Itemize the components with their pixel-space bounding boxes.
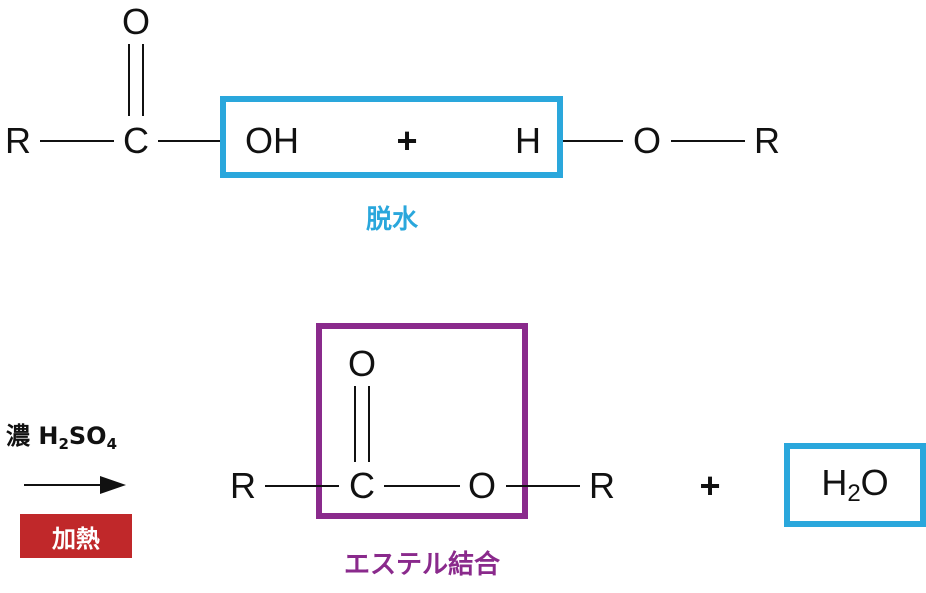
reaction-conditions: 濃 H2SO4 (6, 422, 117, 458)
reactant-hydrogen: H (515, 120, 541, 161)
product-double-bond-left (354, 386, 356, 462)
bond-o-r2 (671, 140, 745, 142)
product-oxygen: O (467, 465, 497, 506)
reactant-r1: R (5, 120, 31, 161)
reactant-oxygen: O (632, 120, 662, 161)
reactant-carbonyl-oxygen: O (121, 1, 151, 42)
product-r1: R (230, 465, 256, 506)
water-hydrogen: H (821, 462, 848, 503)
water-box: H2O (784, 443, 926, 527)
heat-badge: 加熱 (20, 514, 132, 558)
dehydration-label: 脱水 (365, 205, 419, 235)
reaction-arrow-head (100, 476, 126, 494)
bond-product-r1-c (265, 485, 339, 487)
reagent-subscript-4: 4 (106, 435, 118, 453)
reactant-double-bond-left (128, 44, 130, 116)
water-subscript: 2 (847, 480, 861, 507)
reactant-carbon: C (123, 120, 149, 161)
dehydration-highlight-box (220, 96, 563, 178)
bond-product-c-o (384, 485, 460, 487)
bond-product-o-r2 (506, 485, 580, 487)
bond-c-oh (158, 140, 222, 142)
reagent-prefix: 濃 H (6, 422, 59, 450)
product-r2: R (589, 465, 615, 506)
product-carbonyl-oxygen: O (347, 343, 377, 384)
ester-bond-label: エステル結合 (343, 550, 501, 580)
product-plus-sign: + (699, 465, 721, 506)
reactant-hydroxyl: OH (245, 120, 299, 161)
water-oxygen: O (860, 462, 889, 503)
bond-r1-c (40, 140, 114, 142)
reactant-r2: R (754, 120, 780, 161)
reactant-double-bond-right (142, 44, 144, 116)
bond-h-o (563, 140, 623, 142)
reaction-arrow-shaft (24, 484, 104, 486)
reagent-subscript-2: 2 (58, 435, 69, 453)
reactant-plus-sign: + (396, 120, 418, 161)
ester-bond-highlight-box (316, 323, 528, 519)
reagent-mid: SO (68, 422, 107, 450)
product-carbon: C (349, 465, 375, 506)
water-formula: H2O (821, 462, 888, 508)
product-double-bond-right (368, 386, 370, 462)
